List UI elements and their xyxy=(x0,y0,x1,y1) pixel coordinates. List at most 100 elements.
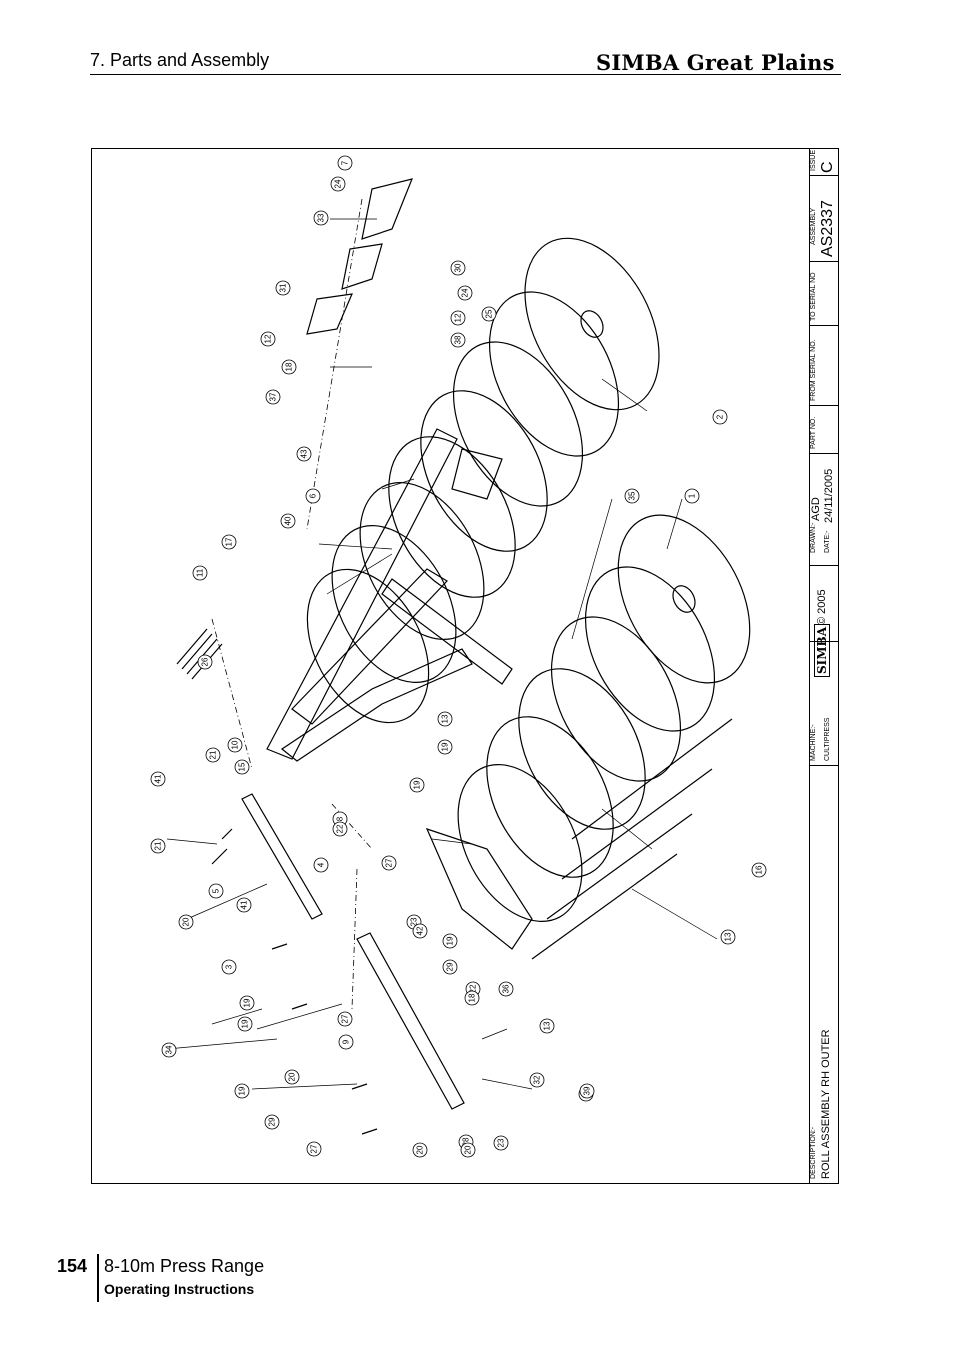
callout-number: 38 xyxy=(454,335,463,344)
section-title: 7. Parts and Assembly xyxy=(90,50,270,70)
callout-balloon: 20 xyxy=(284,1069,300,1085)
callout-balloon: 19 xyxy=(442,933,458,949)
frame-bracket xyxy=(451,448,503,500)
callout-balloon: 19 xyxy=(239,995,255,1011)
title-block-divider xyxy=(809,641,838,642)
callout-balloon: 32 xyxy=(529,1072,545,1088)
footer-rule xyxy=(97,1254,99,1302)
from-serial-label: FROM SERIAL NO. xyxy=(810,339,817,401)
callout-number: 41 xyxy=(240,900,249,909)
callout-number: 20 xyxy=(464,1145,473,1154)
callout-number: 29 xyxy=(446,962,455,971)
callout-balloon: 19 xyxy=(237,1016,253,1032)
callout-balloon: 6 xyxy=(305,488,321,504)
disc xyxy=(584,566,716,732)
title-block-divider xyxy=(809,765,838,766)
callout-number: 23 xyxy=(410,917,419,926)
callout-number: 5 xyxy=(212,888,221,893)
callout-balloon: 30 xyxy=(450,260,466,276)
footer-title: 8-10m Press Range xyxy=(104,1256,265,1276)
callout-number: 43 xyxy=(300,449,309,458)
callout-number: 6 xyxy=(309,493,318,498)
title-block-divider xyxy=(809,325,838,326)
disc xyxy=(524,237,660,411)
to-serial-label: TO SERIAL NO xyxy=(810,272,817,321)
callout-balloon: 15 xyxy=(234,759,250,775)
callout-number: 10 xyxy=(231,740,240,749)
callout-number: 12 xyxy=(264,334,273,343)
bracket-plate xyxy=(341,243,383,290)
callout-balloon: 3 xyxy=(221,959,237,975)
callout-balloon: 43 xyxy=(296,446,312,462)
disc xyxy=(306,568,430,724)
disc xyxy=(457,764,583,922)
callout-balloon: 33 xyxy=(313,210,329,226)
callout-balloon: 40 xyxy=(280,513,296,529)
callout-balloon: 12 xyxy=(260,331,276,347)
callout-number: 15 xyxy=(238,762,247,771)
callout-balloon: 26 xyxy=(197,654,213,670)
callout-number: 40 xyxy=(284,516,293,525)
drawn-value: AGD xyxy=(810,497,822,521)
description-value: ROLL ASSEMBLY RH OUTER xyxy=(820,1029,832,1179)
callout-balloon: 19 xyxy=(437,739,453,755)
bracket-plate xyxy=(361,178,413,240)
copyright: © 2005 xyxy=(816,589,828,625)
callout-number: 24 xyxy=(461,288,470,297)
callout-number: 19 xyxy=(441,742,450,751)
callout-number: 17 xyxy=(225,537,234,546)
callout-balloon: 29 xyxy=(264,1114,280,1130)
issue-value: C xyxy=(819,161,836,173)
callout-number: 24 xyxy=(334,179,343,188)
callout-number: 27 xyxy=(310,1144,319,1153)
link-arm xyxy=(241,793,323,920)
callout-balloon: 1 xyxy=(684,488,700,504)
callout-number: 8 xyxy=(336,816,345,821)
callout-number: 13 xyxy=(724,932,733,941)
callout-number: 19 xyxy=(241,1019,250,1028)
callout-balloon: 20 xyxy=(460,1142,476,1158)
callout-balloon: 23 xyxy=(493,1135,509,1151)
callout-balloon: 20 xyxy=(178,914,194,930)
disc xyxy=(488,291,620,457)
callout-number: 28 xyxy=(462,1137,471,1146)
description-label: DESCRIPTION:- xyxy=(810,1126,817,1179)
callout-balloon: 7 xyxy=(337,155,353,171)
callout-balloon: 27 xyxy=(337,1011,353,1027)
callout-balloon: 39 xyxy=(579,1083,595,1099)
callout-balloon: 17 xyxy=(221,534,237,550)
frame-beam xyxy=(280,648,473,762)
callout-balloon: 42 xyxy=(412,923,428,939)
callout-balloon: 19 xyxy=(409,777,425,793)
callout-number: 37 xyxy=(269,392,278,401)
assembly-value: AS2337 xyxy=(819,200,836,257)
brand-logo: SIMBA Great Plains xyxy=(596,50,835,75)
callout-balloon: 16 xyxy=(751,862,767,878)
callout-number: 12 xyxy=(454,313,463,322)
callout-balloon: 13 xyxy=(720,929,736,945)
callout-balloon: 12 xyxy=(450,310,466,326)
callout-number: 27 xyxy=(385,858,394,867)
callout-balloon: 9 xyxy=(338,1034,354,1050)
callout-number: 20 xyxy=(416,1145,425,1154)
callout-balloon: 24 xyxy=(457,285,473,301)
callout-number: 19 xyxy=(243,998,252,1007)
callout-balloon: 10 xyxy=(227,737,243,753)
callout-number: 9 xyxy=(342,1039,351,1044)
title-block-divider xyxy=(809,453,838,454)
callout-balloon: 2 xyxy=(712,409,728,425)
callout-balloon: 18 xyxy=(281,359,297,375)
callout-number: 18 xyxy=(468,993,477,1002)
title-block-divider xyxy=(809,565,838,566)
callout-balloon: 22 xyxy=(332,821,348,837)
callout-number: 1 xyxy=(688,493,697,498)
scraper-blade xyxy=(531,718,733,960)
assembly-label: ASSEMBLY xyxy=(810,207,817,245)
callout-number: 13 xyxy=(441,714,450,723)
drawn-label: DRAWN:- xyxy=(810,522,817,553)
disc xyxy=(331,525,457,683)
callout-number: 32 xyxy=(533,1075,542,1084)
callout-number: 19 xyxy=(238,1086,247,1095)
